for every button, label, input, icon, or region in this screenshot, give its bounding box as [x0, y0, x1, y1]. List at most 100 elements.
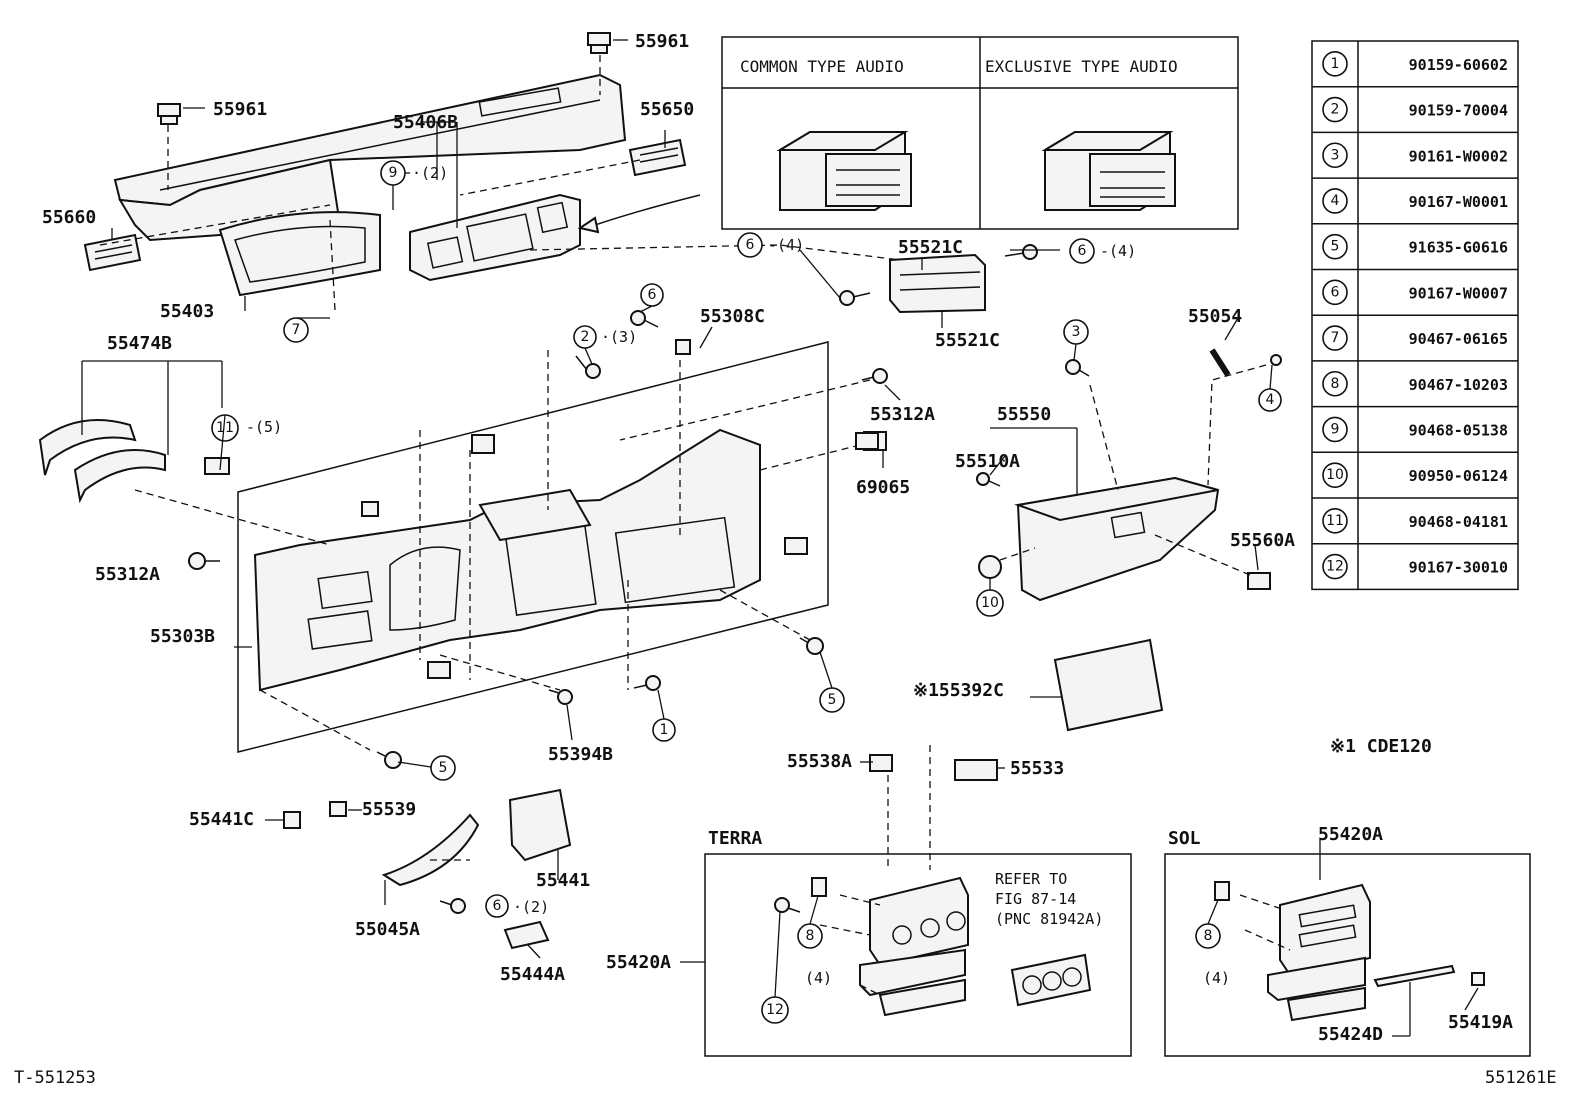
knob-55961-drawing	[157, 32, 611, 125]
latch-55560a-drawing	[1247, 572, 1271, 590]
fastener-number-circle	[1322, 188, 1348, 214]
screw-55394b-drawing	[548, 689, 573, 705]
label-55660: 55660	[42, 207, 96, 228]
label-55420a-terra: 55420A	[606, 952, 671, 973]
label-55650: 55650	[640, 99, 694, 120]
qty-2: ·(3)	[601, 328, 637, 346]
label-55419a: 55419A	[1448, 1012, 1513, 1033]
callout-5-right: 5	[819, 687, 845, 713]
fastener-number-circle	[1322, 96, 1348, 123]
qty-9: ·(2)	[412, 164, 448, 182]
fastener-number: 7	[1331, 330, 1340, 346]
svg-text:10: 10	[981, 595, 999, 611]
terra-box	[704, 853, 1132, 1057]
callout-8-terra: 8	[797, 923, 823, 949]
callout-6-left: 6	[737, 232, 763, 258]
label-55521c-bottom: 55521C	[935, 330, 1000, 351]
svg-text:2: 2	[581, 329, 590, 345]
label-55444a: 55444A	[500, 964, 565, 985]
callout-5-left: 5	[430, 755, 456, 781]
footer-right-code: 551261E	[1485, 1068, 1557, 1088]
callout-11: 11	[211, 414, 239, 442]
clip-55308c-drawing	[675, 339, 691, 355]
label-55424d: 55424D	[1318, 1024, 1383, 1045]
switch-55538a-drawing	[869, 754, 893, 772]
callout-1: 1	[652, 718, 676, 742]
svg-text:5: 5	[828, 692, 837, 708]
refer-line-2: FIG 87-14	[995, 890, 1076, 908]
svg-text:9: 9	[389, 165, 398, 181]
label-55312a-top: 55312A	[870, 404, 935, 425]
fastener-number: 5	[1331, 239, 1340, 255]
sol-clip-55419a-drawing	[1471, 972, 1485, 986]
lower-panel-55303b-drawing	[253, 428, 761, 692]
fastener-number-circle	[1322, 416, 1348, 443]
callout-10: 10	[976, 589, 1004, 617]
svg-text:5: 5	[439, 760, 448, 776]
label-55406b: 55406B	[393, 112, 458, 133]
screw-6-upper-drawing	[630, 310, 659, 328]
refer-line-1: REFER TO	[995, 870, 1067, 888]
svg-text:8: 8	[806, 928, 815, 944]
sol-box	[1164, 853, 1531, 1057]
fastener-part-number: 90159-60602	[1409, 56, 1508, 74]
sol-title: SOL	[1168, 828, 1201, 849]
fastener-number-circle	[1322, 462, 1348, 488]
qty-8-sol: (4)	[1203, 969, 1230, 987]
label-55441c: 55441C	[189, 809, 254, 830]
svg-text:12: 12	[766, 1002, 784, 1018]
svg-text:6: 6	[648, 287, 657, 303]
label-55392c: ※155392C	[913, 680, 1004, 701]
manual-55392c-drawing	[1053, 638, 1164, 732]
screw-1-drawing	[633, 675, 661, 691]
qty-6-left: -(4)	[768, 236, 804, 254]
label-55961-left: 55961	[213, 99, 267, 120]
label-55054: 55054	[1188, 306, 1242, 327]
fastener-part-number: 90167-30010	[1409, 559, 1508, 577]
fastener-number: 4	[1331, 193, 1340, 209]
callout-8-sol: 8	[1195, 923, 1221, 949]
label-55403: 55403	[160, 301, 214, 322]
fastener-part-number: 90468-05138	[1409, 421, 1508, 439]
label-55510a: 55510A	[955, 451, 1020, 472]
label-55474b: 55474B	[107, 333, 172, 354]
callout-9: 9	[380, 160, 406, 186]
qty-11: -(5)	[246, 418, 282, 436]
qty-6-right: -(4)	[1100, 242, 1136, 260]
screw-5-right-drawing	[799, 637, 824, 655]
label-55312a-left: 55312A	[95, 564, 160, 585]
fastener-number: 8	[1331, 376, 1340, 392]
qty-6-bottom: ·(2)	[513, 898, 549, 916]
fastener-number: 10	[1326, 467, 1344, 483]
clip-55441c-drawing	[283, 811, 301, 829]
clip-55444a-drawing	[503, 920, 550, 950]
cluster-hood-55403-drawing	[218, 211, 381, 297]
bracket-55521c-drawing	[889, 253, 986, 314]
arrow-indicator	[577, 194, 701, 234]
fastener-part-number: 90467-06165	[1409, 330, 1508, 348]
center-bezel-55406b-drawing	[409, 193, 581, 282]
fastener-part-number: 90161-W0002	[1409, 147, 1508, 165]
note-cde120: ※1 CDE120	[1330, 736, 1432, 757]
terra-bracket-drawing	[811, 877, 827, 897]
fastener-number-circle	[1322, 279, 1348, 306]
callout-6-bottom: 6	[485, 894, 509, 918]
fastener-number: 2	[1331, 102, 1340, 118]
fastener-number-circle	[1322, 553, 1348, 580]
common-audio-unit-drawing	[776, 131, 912, 211]
label-69065: 69065	[856, 477, 910, 498]
fastener-part-number: 91635-G0616	[1409, 239, 1508, 257]
fastener-number-circle	[1322, 51, 1348, 77]
clip-10-drawing	[978, 555, 1002, 579]
assembly-frame	[237, 341, 829, 753]
fastener-part-number: 90467-10203	[1409, 376, 1508, 394]
glovebox-55550-drawing	[1014, 476, 1220, 602]
callout-6-right: 6	[1069, 238, 1095, 264]
leader-lines	[81, 39, 1479, 1037]
fastener-number-circle	[1322, 142, 1348, 169]
label-55394b: 55394B	[548, 744, 613, 765]
fastener-part-number: 90950-06124	[1409, 467, 1508, 485]
label-55538a: 55538A	[787, 751, 852, 772]
callout-3: 3	[1063, 319, 1089, 345]
screw-55510a-drawing	[976, 472, 1001, 487]
